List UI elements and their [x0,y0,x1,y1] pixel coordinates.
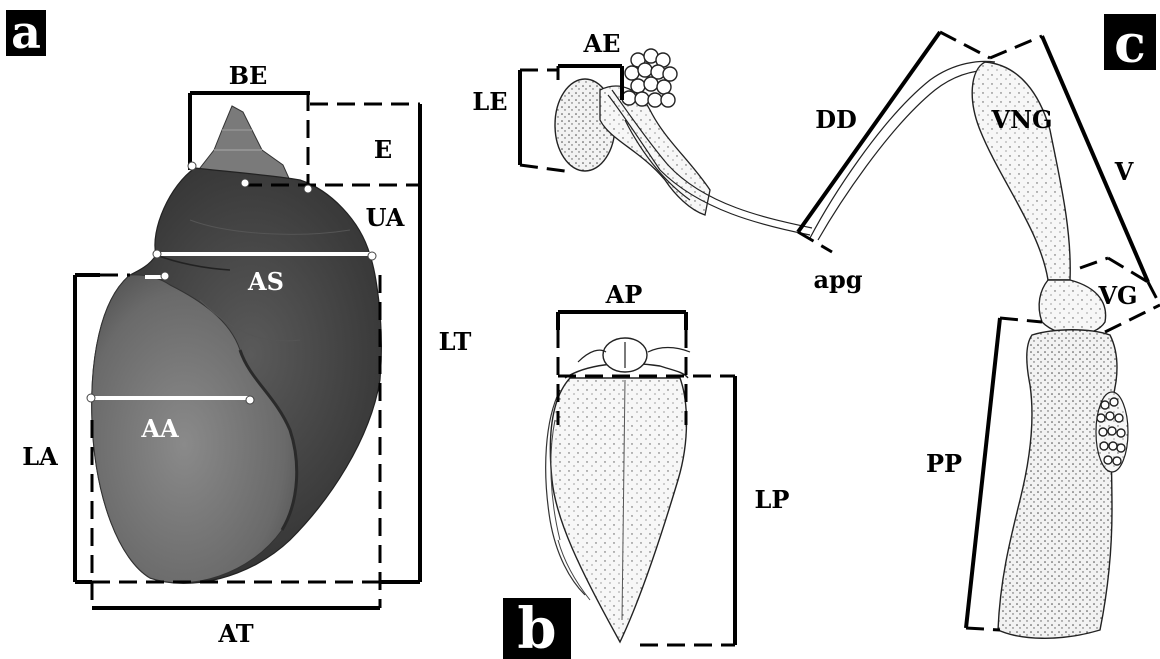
pp-gland [1096,392,1128,472]
label-e: E [374,135,392,164]
label-vg: VG [1097,281,1137,310]
label-as: AS [247,267,284,296]
label-le: LE [472,87,507,116]
panel-a-shell: a BE E LT [6,5,472,648]
panel-b-organ: b AP LP [503,280,789,659]
panel-c-label: c [1114,14,1146,75]
label-la: LA [22,442,58,471]
label-vng: VNG [990,105,1052,134]
gland-cluster [622,49,677,107]
panel-a-label: a [11,5,41,59]
label-ap: AP [605,280,643,309]
panel-b-label: b [517,596,556,659]
label-pp: PP [926,449,962,478]
shell-image [92,106,382,583]
label-lp: LP [755,485,790,514]
label-ae: AE [583,29,621,58]
label-lt: LT [439,327,472,356]
label-ua: UA [366,203,405,232]
label-dd: DD [815,105,857,134]
label-apg: apg [813,265,862,294]
pp-bar [966,318,1000,628]
label-be: BE [229,61,268,90]
label-v: V [1114,157,1134,186]
label-at: AT [217,619,253,648]
label-aa: AA [140,414,179,443]
